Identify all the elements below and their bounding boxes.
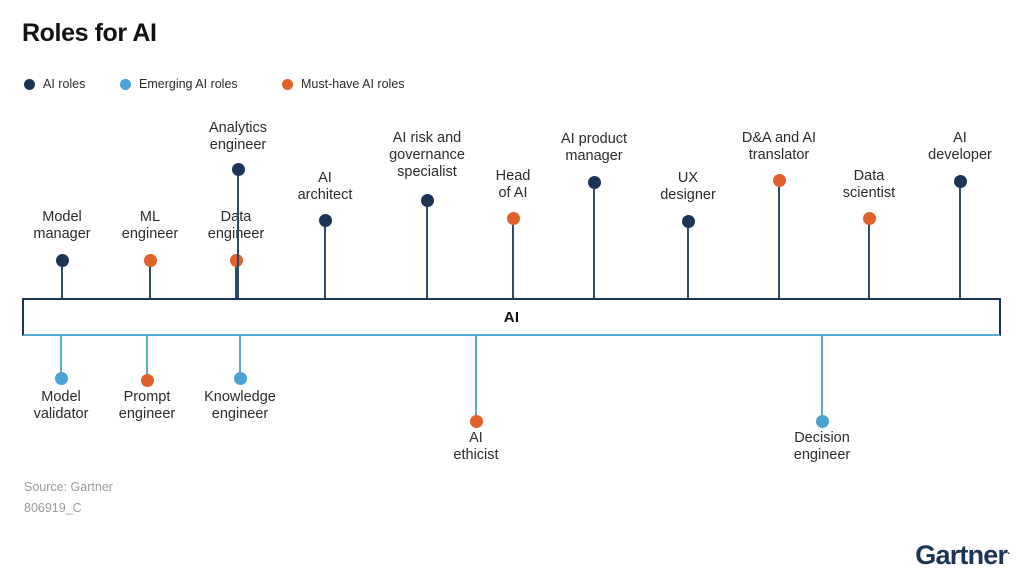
- legend-dot-icon: [120, 78, 131, 90]
- page-title: Roles for AI: [22, 19, 157, 47]
- role-label: AI risk and governance specialist: [389, 130, 465, 180]
- connector-stem: [512, 218, 514, 298]
- connector-stem: [235, 260, 237, 298]
- legend-item-ai_roles: AI roles: [24, 74, 85, 94]
- center-bar: AI: [22, 298, 1001, 336]
- role-dot-icon[interactable]: [229, 254, 243, 267]
- role-dot-icon[interactable]: [772, 174, 786, 187]
- legend-item-emerging: Emerging AI roles: [120, 74, 238, 94]
- role-label: Model validator: [33, 389, 89, 422]
- registered-mark-icon: .: [1007, 546, 1010, 557]
- legend-item-must_have: Must-have AI roles: [282, 74, 405, 94]
- role-dot-icon[interactable]: [55, 254, 69, 267]
- connector-stem: [60, 336, 62, 379]
- role-label: D&A and AI translator: [741, 130, 817, 163]
- source-text: Source: Gartner: [24, 480, 113, 494]
- role-dot-icon[interactable]: [143, 254, 157, 267]
- connector-stem: [239, 336, 241, 379]
- role-dot-icon[interactable]: [862, 212, 876, 225]
- legend-label: Must-have AI roles: [301, 77, 405, 91]
- role-label: Model manager: [33, 209, 91, 242]
- connector-stem: [146, 336, 148, 381]
- role-dot-icon[interactable]: [587, 176, 601, 189]
- role-label: Knowledge engineer: [204, 389, 276, 422]
- role-label: Data scientist: [842, 168, 896, 201]
- connector-stem: [475, 336, 477, 422]
- connector-stem: [821, 336, 823, 422]
- role-dot-icon[interactable]: [681, 215, 695, 228]
- role-dot-icon[interactable]: [231, 163, 245, 176]
- connector-stem: [868, 218, 870, 298]
- role-label: Decision engineer: [793, 430, 851, 463]
- role-label: Head of AI: [495, 168, 531, 201]
- gartner-logo: Gartner.: [915, 540, 1010, 571]
- chart-id-text: 806919_C: [24, 501, 82, 515]
- center-bar-label: AI: [503, 308, 520, 326]
- gartner-logo-text: Gartner: [915, 540, 1008, 570]
- role-dot-icon[interactable]: [469, 415, 483, 428]
- source-block: Source: Gartner 806919_C: [24, 477, 113, 519]
- connector-stem: [237, 169, 239, 298]
- role-label: AI developer: [928, 130, 992, 163]
- role-label: AI architect: [297, 170, 353, 203]
- connector-stem: [959, 181, 961, 298]
- role-dot-icon[interactable]: [815, 415, 829, 428]
- role-dot-icon[interactable]: [953, 175, 967, 188]
- role-dot-icon[interactable]: [318, 214, 332, 227]
- connector-stem: [324, 220, 326, 298]
- role-label: AI product manager: [560, 131, 628, 164]
- role-dot-icon[interactable]: [140, 374, 154, 387]
- role-label: Data engineer: [207, 209, 265, 242]
- role-label: ML engineer: [121, 209, 179, 242]
- role-label: Prompt engineer: [118, 389, 176, 422]
- connector-stem: [687, 221, 689, 298]
- role-label: AI ethicist: [453, 430, 499, 463]
- legend-dot-icon: [282, 78, 293, 90]
- connector-stem: [149, 260, 151, 298]
- connector-stem: [426, 200, 428, 298]
- role-dot-icon[interactable]: [54, 372, 68, 385]
- role-label: UX designer: [660, 170, 716, 203]
- role-dot-icon[interactable]: [233, 372, 247, 385]
- connector-stem: [778, 180, 780, 298]
- role-dot-icon[interactable]: [420, 194, 434, 207]
- legend-label: Emerging AI roles: [139, 77, 238, 91]
- legend-label: AI roles: [43, 77, 86, 91]
- legend-dot-icon: [24, 78, 35, 90]
- connector-stem: [593, 182, 595, 298]
- role-label: Analytics engineer: [208, 120, 268, 153]
- connector-stem: [61, 260, 63, 298]
- role-dot-icon[interactable]: [506, 212, 520, 225]
